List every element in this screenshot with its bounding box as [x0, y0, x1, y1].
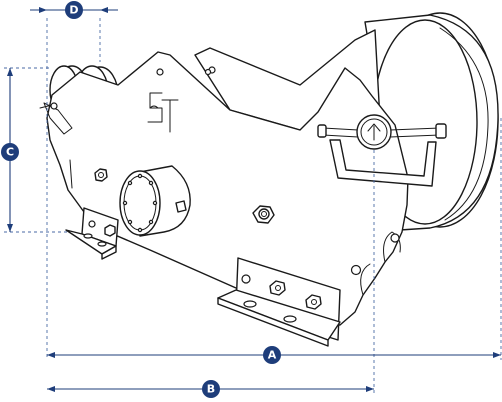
dimension-c-badge: C	[1, 143, 19, 161]
dimension-a-label: A	[268, 349, 277, 362]
bolt-upper	[94, 168, 108, 182]
dimension-a-badge: A	[263, 346, 281, 364]
logo-mark	[147, 92, 179, 133]
dimension-d-label: D	[69, 4, 78, 17]
rear-bracket	[217, 257, 341, 347]
dimension-b-label: B	[207, 383, 215, 396]
dimension-b-badge: B	[202, 380, 220, 398]
side-pin	[39, 102, 73, 135]
dimension-d-badge: D	[65, 1, 83, 19]
dimension-lines	[4, 7, 502, 395]
front-bracket	[65, 207, 119, 260]
carry-handle	[317, 114, 447, 187]
up-arrow-icon	[367, 123, 381, 141]
gear-housing	[119, 165, 191, 237]
dimension-c-label: C	[6, 146, 14, 159]
drum-axle-bolt	[252, 205, 275, 224]
